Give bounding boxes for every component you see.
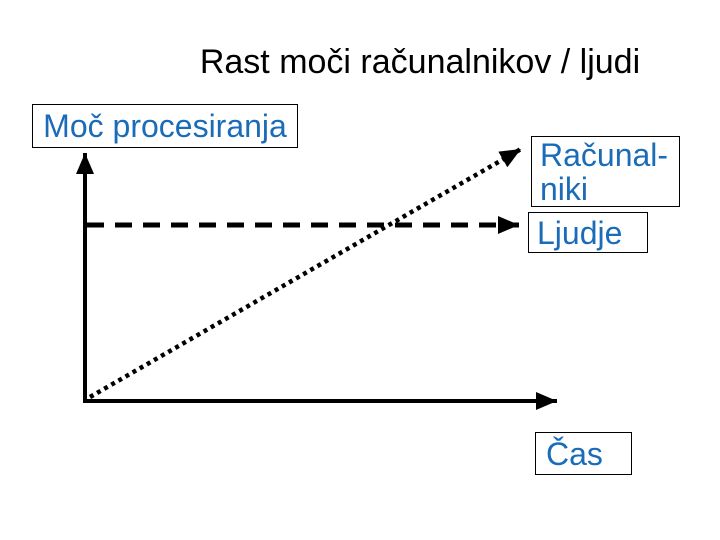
humans-series-label-box: Ljudje bbox=[528, 212, 648, 253]
y-axis-label-box: Moč procesiranja bbox=[32, 104, 298, 148]
x-axis-label: Čas bbox=[546, 435, 603, 472]
y-axis-label: Moč procesiranja bbox=[43, 108, 287, 144]
computers-series-label-box: Računal- niki bbox=[531, 136, 680, 207]
slide-title: Rast moči računalnikov / ljudi bbox=[199, 43, 641, 81]
computers-line-dotted bbox=[88, 147, 523, 399]
humans-series-label: Ljudje bbox=[537, 214, 623, 251]
x-axis-label-box: Čas bbox=[535, 432, 632, 475]
computers-series-label: Računal- niki bbox=[540, 136, 669, 207]
